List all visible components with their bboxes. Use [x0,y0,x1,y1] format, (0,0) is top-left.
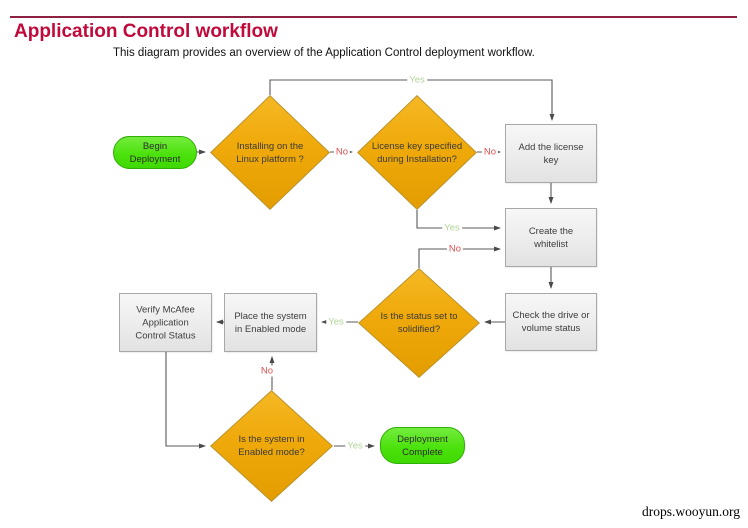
node-label: Is the system in Enabled mode? [238,434,305,458]
node-label: Verify McAfee Application Control Status [135,304,196,341]
process-verify-control-status: Verify McAfee Application Control Status [119,293,212,352]
page-title: Application Control workflow [14,21,278,42]
process-place-system-enabled: Place the system in Enabled mode [224,293,317,352]
edge-label-enabled-no: No [258,365,276,377]
node-label: License key specified during Installatio… [371,140,463,165]
watermark: drops.wooyun.org [641,504,740,519]
process-create-whitelist: Create the whitelist [505,208,597,267]
node-label: Begin Deployment [129,140,181,165]
node-label: Add the license key [518,141,584,166]
decision-license-key-specified: License key specified during Installatio… [357,95,477,210]
node-label: Installing on the Linux platform ? [236,140,304,165]
decision-status-solidified: Is the status set to solidified? [358,268,480,378]
node-label: Deployment Complete [397,433,448,458]
process-add-license-key: Add the license key [505,124,597,183]
edge-label-license-no: No [481,146,499,158]
page-subtitle: This diagram provides an overview of the… [113,47,535,59]
edge-label-linux-no: No [333,146,351,158]
end-node-deployment-complete: Deployment Complete [380,427,465,464]
edge-label-linux-yes: Yes [407,74,427,86]
edge-label-enabled-yes: Yes [345,440,365,452]
node-label: Check the drive or volume status [512,310,590,334]
decision-system-enabled-mode: Is the system in Enabled mode? [210,390,333,502]
node-label: Place the system in Enabled mode [234,310,307,335]
edge-label-solidified-yes: Yes [326,316,346,328]
decision-installing-linux: Installing on the Linux platform ? [210,95,330,210]
edge-label-license-yes: Yes [442,222,462,234]
header-rule [10,16,737,18]
start-node-begin-deployment: Begin Deployment [113,136,197,169]
edge-label-solidified-no: No [446,243,464,255]
edge-verify-to-enabled [165,352,206,449]
process-check-drive-status: Check the drive or volume status [505,293,597,351]
node-label: Is the status set to solidified? [380,311,458,335]
node-label: Create the whitelist [528,225,574,250]
